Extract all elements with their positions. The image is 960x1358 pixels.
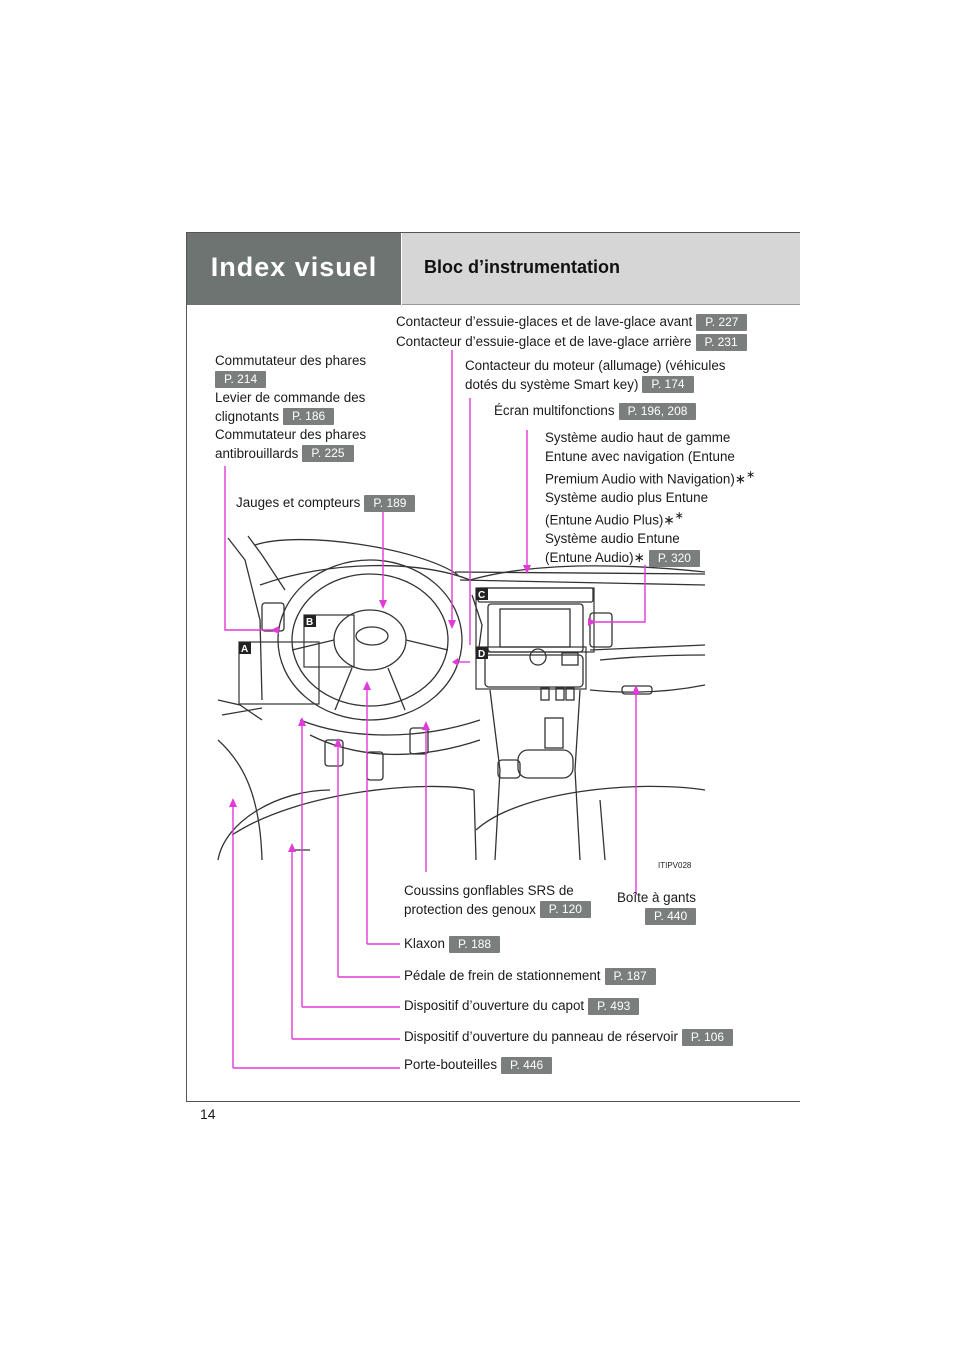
page-ref[interactable]: P. 446 (501, 1056, 553, 1074)
label-text: Boîte à gants (617, 890, 696, 905)
label-text: Coussins gonflables SRS de (404, 883, 574, 898)
label-text: (Entune Audio Plus) (545, 512, 664, 528)
page-ref[interactable]: P. 214 (215, 371, 267, 389)
label-text: Écran multifonctions (494, 403, 615, 418)
label-audio: Système audio haut de gamme Entune avec … (545, 429, 755, 567)
label-text: Porte-bouteilles (404, 1057, 498, 1072)
label-text: Contacteur d’essuie-glace et de lave-gla… (396, 334, 692, 349)
callout-lines (224, 350, 646, 1069)
letter-d: D (478, 649, 485, 660)
letter-b: B (306, 617, 313, 628)
page-ref[interactable]: P. 231 (695, 333, 747, 351)
label-text: Premium Audio with Navigation) (545, 471, 735, 487)
asterisk: ∗ (633, 549, 645, 565)
page-ref[interactable]: P. 188 (448, 935, 501, 953)
label-text: Klaxon (404, 936, 445, 951)
section-header: Index visuel (187, 233, 401, 305)
label-text: clignotants (215, 408, 280, 424)
page-ref[interactable]: P. 187 (604, 967, 656, 985)
page-ref[interactable]: P. 106 (681, 1028, 734, 1046)
page-ref[interactable]: P. 120 (539, 901, 591, 919)
label-text: Pédale de frein de stationnement (404, 968, 601, 983)
page-ref[interactable]: P. 174 (642, 376, 694, 394)
label-glovebox: Boîte à gants P. 440 (617, 889, 697, 926)
label-text: Système audio Entune (545, 531, 680, 547)
section-title: Index visuel (210, 252, 378, 282)
letter-a: A (241, 644, 248, 655)
label-text: Contacteur du moteur (allumage) (véhicul… (465, 358, 726, 373)
label-engine-switch: Contacteur du moteur (allumage) (véhicul… (465, 357, 726, 394)
page-ref[interactable]: P. 493 (588, 997, 640, 1015)
label-text: Commutateur des phares (215, 427, 367, 442)
figure-code: ITIPV028 (658, 861, 692, 870)
label-text: Jauges et compteurs (236, 495, 361, 510)
label-text: Levier de commande des (215, 390, 366, 405)
label-wiper-rear: Contacteur d’essuie-glace et de lave-gla… (396, 333, 747, 352)
letter-c: C (478, 590, 485, 601)
page-ref[interactable]: P. 227 (696, 313, 748, 331)
label-text: Dispositif d’ouverture du panneau de rés… (404, 1029, 678, 1044)
label-text: Contacteur d’essuie-glaces et de lave-gl… (396, 314, 693, 329)
label-headlight: Commutateur des phares P. 214 Levier de … (215, 352, 366, 463)
page-ref[interactable]: P. 440 (645, 908, 697, 926)
page-number: 14 (200, 1106, 216, 1122)
label-text: protection des genoux (404, 901, 536, 917)
page-ref[interactable]: P. 189 (364, 494, 416, 512)
label-wiper-front: Contacteur d’essuie-glaces et de lave-gl… (396, 313, 748, 332)
label-text: Dispositif d’ouverture du capot (404, 998, 585, 1013)
label-text: antibrouillards (215, 445, 299, 461)
page-ref[interactable]: P. 186 (283, 408, 335, 426)
asterisk: ∗ (674, 510, 684, 523)
label-text: Système audio haut de gamme (545, 430, 731, 445)
page-title: Bloc d’instrumentation (424, 257, 621, 277)
label-text: dotés du système Smart key) (465, 376, 639, 392)
asterisk: ∗ (663, 512, 675, 528)
asterisk: ∗ (746, 469, 756, 481)
label-text: Commutateur des phares (215, 353, 367, 368)
label-text: (Entune Audio) (545, 549, 634, 565)
label-knee-airbag: Coussins gonflables SRS de protection de… (404, 882, 591, 919)
subtitle-header: Bloc d’instrumentation (402, 233, 800, 305)
label-text: Système audio plus Entune (545, 489, 709, 505)
page-ref[interactable]: P. 225 (302, 445, 354, 463)
page-ref[interactable]: P. 320 (648, 549, 700, 567)
label-text: Entune avec navigation (Entune (545, 448, 735, 464)
asterisk: ∗ (734, 471, 747, 487)
page-frame (186, 232, 800, 1102)
label-fuel-door: Dispositif d’ouverture du panneau de rés… (404, 1028, 734, 1047)
page-ref[interactable]: P. 196, 208 (618, 402, 697, 420)
